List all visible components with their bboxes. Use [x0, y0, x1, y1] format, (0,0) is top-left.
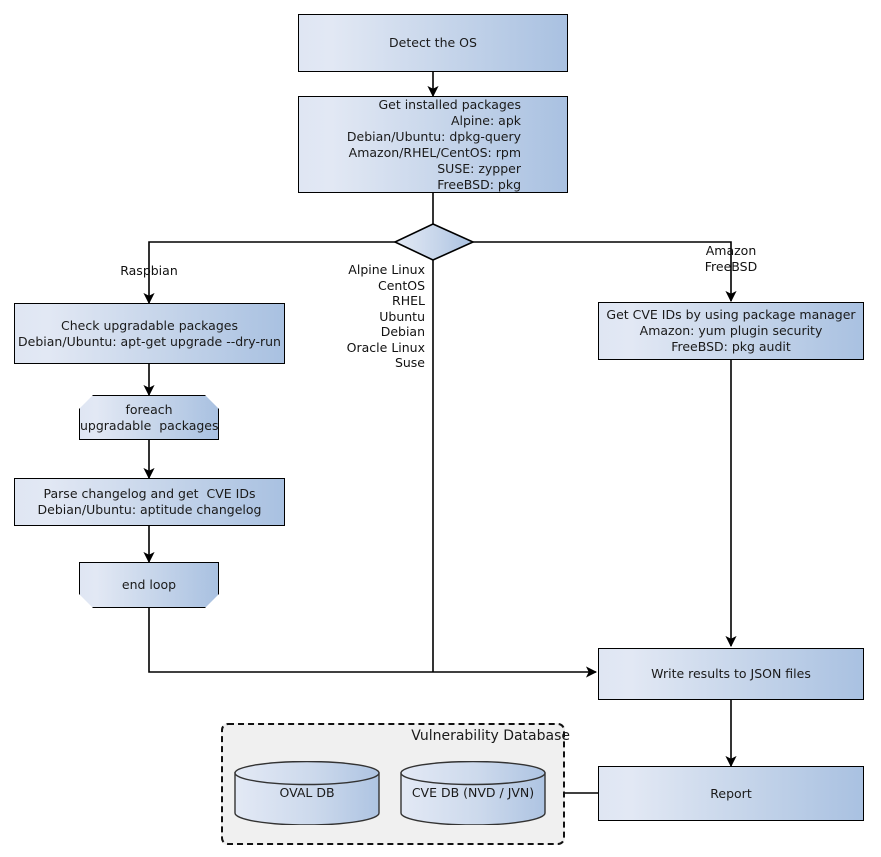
node-get-cve-ids[interactable]: Get CVE IDs by using package manager Ama…	[598, 302, 864, 360]
node-parse-changelog-label: Parse changelog and get CVE IDs Debian/U…	[37, 486, 262, 517]
node-get-installed-packages[interactable]: Get installed packages Alpine: apk Debia…	[298, 96, 568, 193]
node-report[interactable]: Report	[598, 766, 864, 821]
vulnerability-database-title: Vulnerability Database	[411, 728, 570, 744]
node-detect-os-label: Detect the OS	[389, 35, 477, 50]
node-end-loop-label: end loop	[121, 577, 177, 592]
os-decision-diamond	[393, 223, 475, 261]
node-parse-changelog[interactable]: Parse changelog and get CVE IDs Debian/U…	[14, 478, 285, 526]
node-end-loop[interactable]: end loop	[79, 562, 219, 608]
node-detect-os[interactable]: Detect the OS	[298, 14, 568, 72]
database-cylinder-cve[interactable]: CVE DB (NVD / JVN)	[400, 760, 546, 826]
node-report-label: Report	[710, 785, 752, 801]
database-cylinder-oval[interactable]: OVAL DB	[234, 760, 380, 826]
node-get-installed-packages-label: Get installed packages Alpine: apk Debia…	[346, 96, 521, 192]
node-foreach-loop-start[interactable]: foreach upgradable packages	[79, 395, 219, 440]
edge-label-amazon-freebsd: Amazon FreeBSD	[704, 243, 758, 274]
edge-label-raspbian: Raspbian	[120, 263, 178, 278]
database-cylinder-cve-label: CVE DB (NVD / JVN)	[411, 785, 535, 800]
database-cylinder-oval-label: OVAL DB	[279, 785, 335, 800]
node-foreach-loop-start-label: foreach upgradable packages	[80, 401, 219, 433]
node-write-results-label: Write results to JSON files	[651, 666, 811, 681]
node-write-results[interactable]: Write results to JSON files	[598, 648, 864, 700]
edge-label-center-os-list: Alpine Linux CentOS RHEL Ubuntu Debian O…	[346, 262, 425, 370]
node-get-cve-ids-label: Get CVE IDs by using package manager Ama…	[606, 307, 856, 354]
node-check-upgradable-packages[interactable]: Check upgradable packages Debian/Ubuntu:…	[14, 303, 285, 364]
node-check-upgradable-packages-label: Check upgradable packages Debian/Ubuntu:…	[18, 317, 281, 349]
